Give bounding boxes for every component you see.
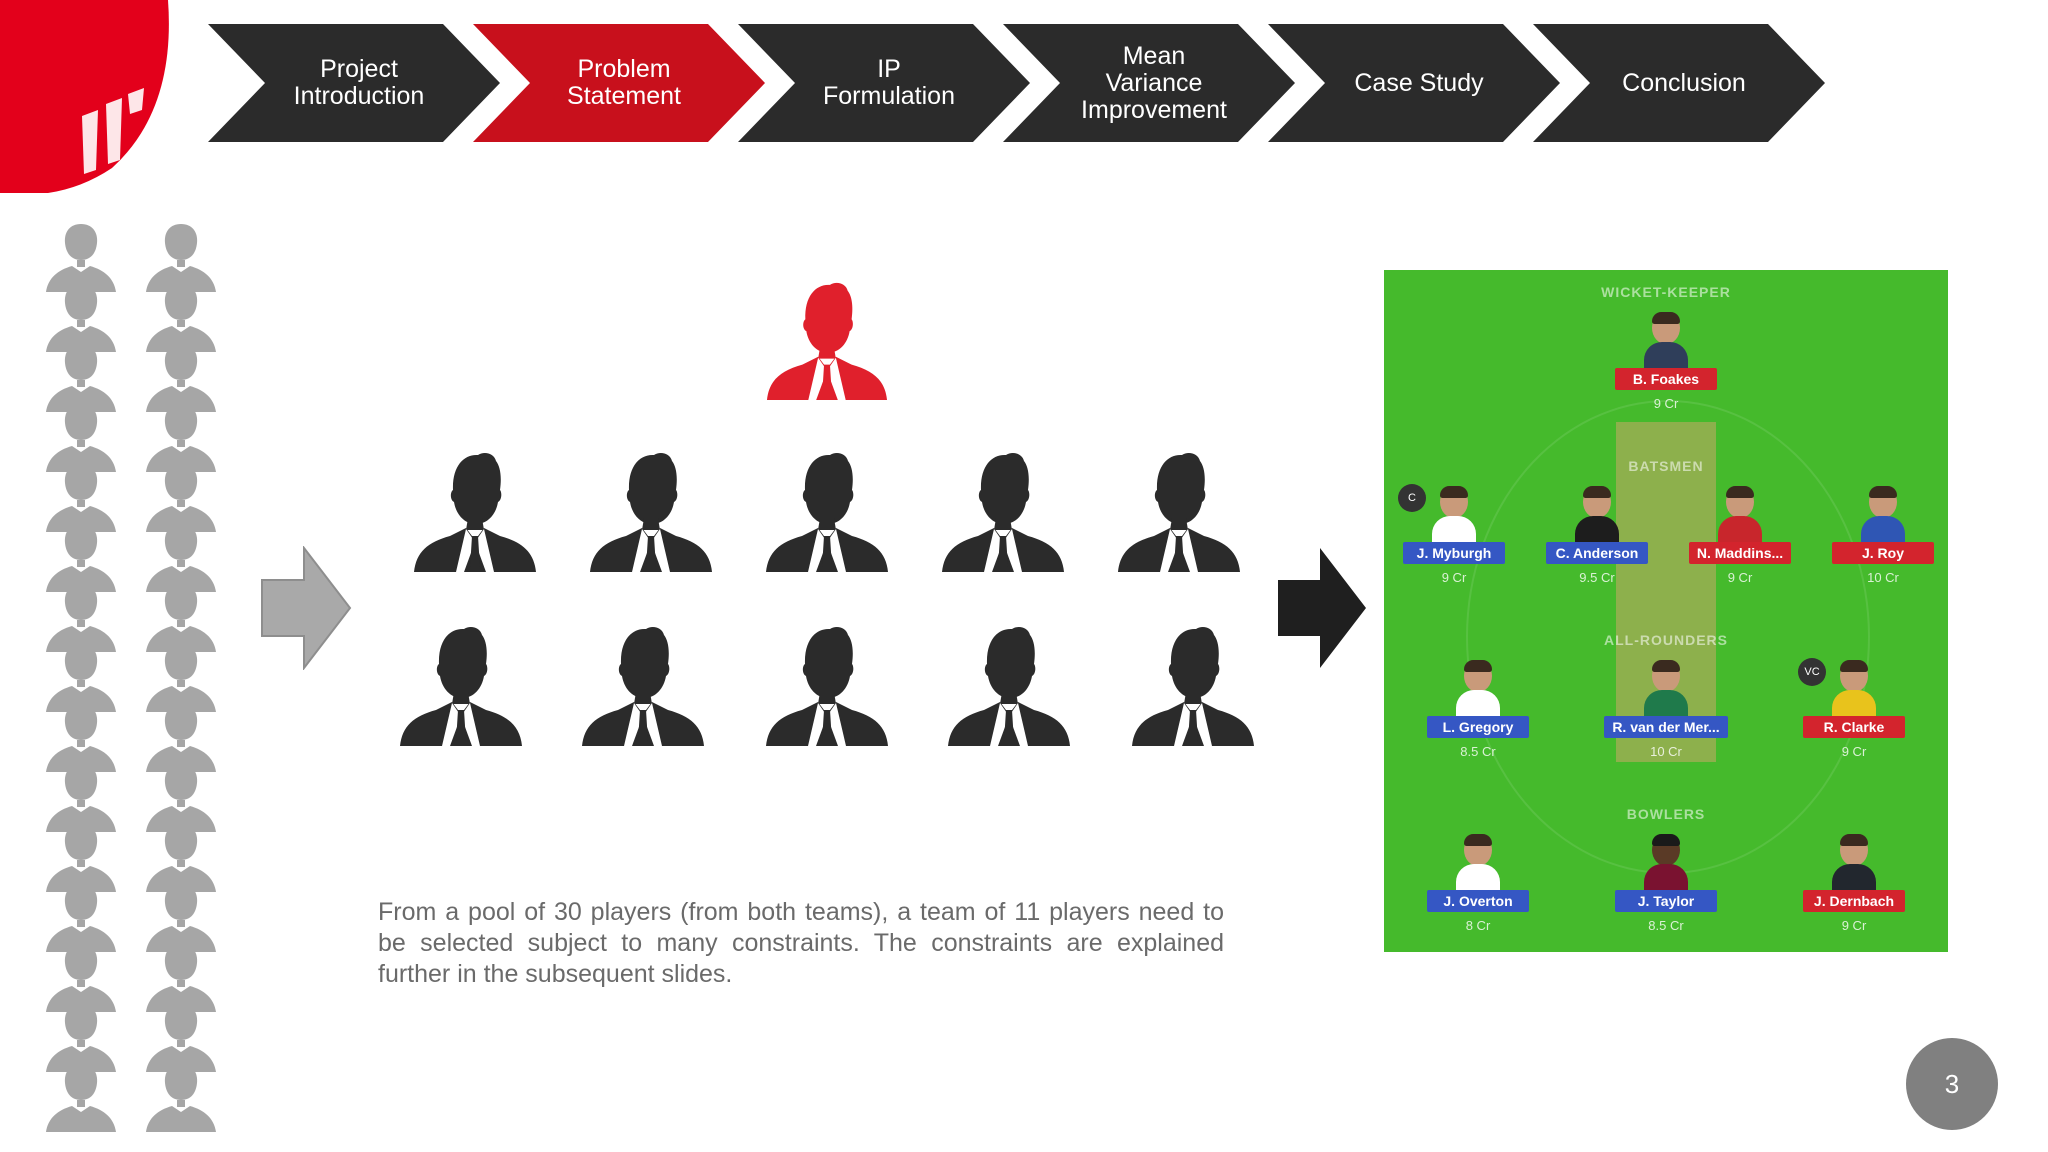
businessman-icon xyxy=(578,622,708,746)
person-silhouette-icon xyxy=(44,1062,118,1132)
player-card[interactable]: J. Overton 8 Cr xyxy=(1413,834,1543,933)
step-label: Problem Statement xyxy=(567,55,681,110)
businessman-icon xyxy=(938,448,1068,572)
player-price: 9.5 Cr xyxy=(1579,570,1615,585)
step-conclusion[interactable]: Conclusion xyxy=(1533,24,1825,142)
step-label: Case Study xyxy=(1354,68,1484,97)
player-card[interactable]: J. Dernbach 9 Cr xyxy=(1789,834,1919,933)
person-silhouette-icon xyxy=(144,1062,218,1132)
player-name: R. Clarke xyxy=(1803,716,1905,738)
step-label: IP Formulation xyxy=(823,55,955,110)
player-name: J. Dernbach xyxy=(1803,890,1905,912)
right-arrow-icon xyxy=(261,546,352,670)
step-ip-formulation[interactable]: IP Formulation xyxy=(738,24,1030,142)
player-price: 9 Cr xyxy=(1841,744,1867,759)
player-name: B. Foakes xyxy=(1615,368,1717,390)
player-card[interactable]: R. Clarke 9 Cr xyxy=(1789,660,1919,759)
section-label-batsmen: BATSMEN xyxy=(1628,458,1704,474)
player-name: J. Roy xyxy=(1832,542,1934,564)
player-card[interactable]: J. Taylor 8.5 Cr xyxy=(1601,834,1731,933)
player-price: 8 Cr xyxy=(1465,918,1491,933)
player-price: 10 Cr xyxy=(1650,744,1682,759)
player-photo xyxy=(1644,312,1688,368)
team-field: WICKET-KEEPER BATSMEN ALL-ROUNDERS BOWLE… xyxy=(1384,270,1948,952)
player-photo xyxy=(1456,834,1500,890)
player-price: 9 Cr xyxy=(1653,396,1679,411)
player-pool xyxy=(44,222,224,1132)
process-nav: Project Introduction Problem Statement I… xyxy=(208,24,1828,142)
section-label-wicket-keeper: WICKET-KEEPER xyxy=(1601,284,1731,300)
player-price: 8.5 Cr xyxy=(1460,744,1496,759)
player-photo xyxy=(1861,486,1905,542)
player-name: N. Maddins... xyxy=(1688,542,1792,564)
vice-captain-badge: VC xyxy=(1798,658,1826,686)
player-price: 8.5 Cr xyxy=(1648,918,1684,933)
player-photo xyxy=(1644,834,1688,890)
businessman-icon xyxy=(396,622,526,746)
player-photo xyxy=(1456,660,1500,716)
player-price: 9 Cr xyxy=(1727,570,1753,585)
player-card[interactable]: N. Maddins... 9 Cr xyxy=(1675,486,1805,585)
player-photo xyxy=(1432,486,1476,542)
step-label: Project Introduction xyxy=(293,55,425,110)
businessman-icon xyxy=(766,282,888,400)
player-price: 9 Cr xyxy=(1441,570,1467,585)
step-mean-variance-improvement[interactable]: Mean Variance Improvement xyxy=(1003,24,1295,142)
player-name: R. van der Mer... xyxy=(1604,716,1728,738)
captain-badge: C xyxy=(1398,484,1426,512)
player-photo xyxy=(1832,834,1876,890)
businessman-icon xyxy=(586,448,716,572)
player-photo xyxy=(1644,660,1688,716)
player-price: 9 Cr xyxy=(1841,918,1867,933)
player-photo xyxy=(1575,486,1619,542)
player-price: 10 Cr xyxy=(1867,570,1899,585)
player-photo xyxy=(1718,486,1762,542)
problem-description: From a pool of 30 players (from both tea… xyxy=(378,898,1224,988)
section-label-bowlers: BOWLERS xyxy=(1626,806,1706,822)
player-card[interactable]: C. Anderson 9.5 Cr xyxy=(1532,486,1662,585)
player-name: J. Myburgh xyxy=(1403,542,1505,564)
step-project-introduction[interactable]: Project Introduction xyxy=(208,24,500,142)
businessman-icon xyxy=(1114,448,1244,572)
step-label: Conclusion xyxy=(1622,68,1746,97)
player-card[interactable]: L. Gregory 8.5 Cr xyxy=(1413,660,1543,759)
player-card[interactable]: J. Roy 10 Cr xyxy=(1818,486,1948,585)
player-photo xyxy=(1832,660,1876,716)
player-name: C. Anderson xyxy=(1546,542,1648,564)
player-card[interactable]: B. Foakes 9 Cr xyxy=(1601,312,1731,411)
section-label-all-rounders: ALL-ROUNDERS xyxy=(1604,632,1728,648)
businessman-icon xyxy=(944,622,1074,746)
right-arrow-icon xyxy=(1278,548,1366,668)
businessman-icon xyxy=(1128,622,1258,746)
step-case-study[interactable]: Case Study xyxy=(1268,24,1560,142)
player-name: J. Taylor xyxy=(1615,890,1717,912)
player-name: J. Overton xyxy=(1427,890,1529,912)
step-label: Mean Variance Improvement xyxy=(1081,41,1227,124)
player-card[interactable]: J. Myburgh 9 Cr xyxy=(1389,486,1519,585)
player-card[interactable]: R. van der Mer... 10 Cr xyxy=(1601,660,1731,759)
businessman-icon xyxy=(762,622,892,746)
businessman-icon xyxy=(762,448,892,572)
step-problem-statement[interactable]: Problem Statement xyxy=(473,24,765,142)
page-number: 3 xyxy=(1906,1038,1998,1130)
businessman-icon xyxy=(410,448,540,572)
corner-logo xyxy=(0,0,169,193)
player-name: L. Gregory xyxy=(1427,716,1529,738)
